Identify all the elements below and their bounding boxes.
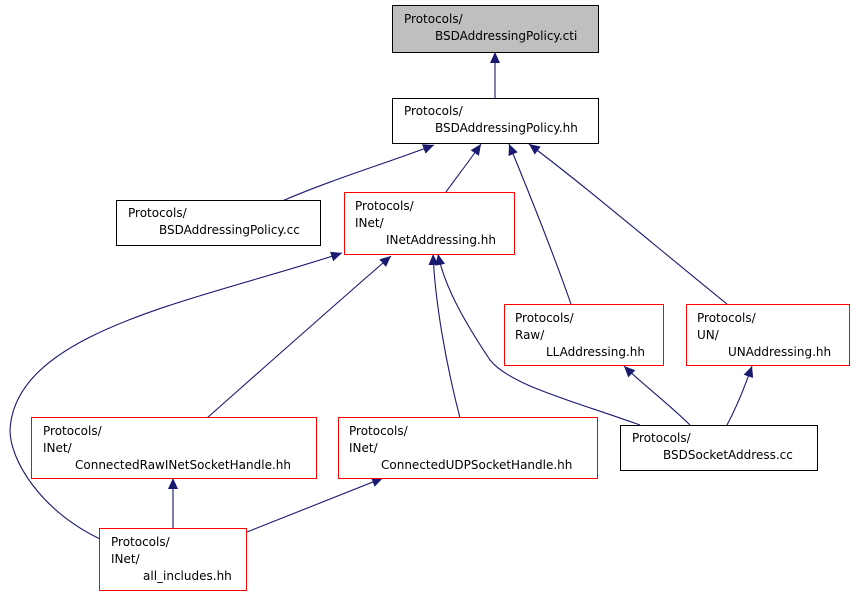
node-unaddressing-hh[interactable]: Protocols/ UN/ UNAddressing.hh [686,304,850,366]
edge-bsdsock-to-inet [435,253,641,426]
edge-bsdsock-to-un [726,365,754,426]
node-lladdressing-hh[interactable]: Protocols/ Raw/ LLAddressing.hh [504,304,664,366]
node-line: Protocols/ [515,311,574,325]
node-bsdaddressingpolicy-cc[interactable]: Protocols/ BSDAddressingPolicy.cc [116,200,321,246]
node-line: INetAddressing.hh [386,233,496,247]
node-line: BSDAddressingPolicy.cti [435,29,578,43]
node-line: Protocols/ [404,104,463,118]
edge-cc-to-hh [279,144,435,203]
node-line: ConnectedRawINetSocketHandle.hh [75,458,291,472]
node-line: UNAddressing.hh [728,345,832,359]
node-line: UN/ [697,328,719,342]
node-line: LLAddressing.hh [546,345,646,359]
node-line: Protocols/ [355,199,414,213]
node-line: INet/ [111,552,140,566]
node-line: Protocols/ [128,206,187,220]
node-line: INet/ [355,216,384,230]
edge-allinc-to-cudp [246,477,384,533]
node-line: Protocols/ [349,424,408,438]
node-line: all_includes.hh [143,569,232,583]
edge-crawinet-to-inet [206,255,392,419]
node-line: INet/ [349,441,378,455]
node-line: Protocols/ [697,311,756,325]
edge-un-to-hh [528,143,728,305]
edge-inet-to-hh [445,143,482,193]
edge-allinc-to-inet [9,251,343,540]
node-line: Protocols/ [632,431,691,445]
node-line: INet/ [43,441,72,455]
node-connectedudpsockethandle-hh[interactable]: Protocols/ INet/ ConnectedUDPSocketHandl… [338,417,598,479]
node-line: Protocols/ [111,535,170,549]
edge-raw-to-hh [508,143,572,305]
node-connectedrawinetsockethandle-hh[interactable]: Protocols/ INet/ ConnectedRawINetSocketH… [31,417,317,479]
node-line: Protocols/ [43,424,102,438]
edge-cudp-to-inet [428,253,461,419]
node-bsdsocketaddress-cc[interactable]: Protocols/ BSDSocketAddress.cc [620,425,818,471]
edge-bsdsock-to-raw [623,365,691,426]
node-line: BSDSocketAddress.cc [663,448,793,462]
node-inetaddressing-hh[interactable]: Protocols/ INet/ INetAddressing.hh [344,192,515,255]
node-all-includes-hh[interactable]: Protocols/ INet/ all_includes.hh [99,528,247,591]
node-line: ConnectedUDPSocketHandle.hh [381,458,573,472]
node-line: Raw/ [515,328,545,342]
node-line: Protocols/ [404,12,463,26]
node-bsdaddressingpolicy-hh[interactable]: Protocols/ BSDAddressingPolicy.hh [392,98,599,144]
node-bsdaddressingpolicy-cti: Protocols/ BSDAddressingPolicy.cti [392,5,599,53]
node-line: BSDAddressingPolicy.cc [159,223,300,237]
node-line: BSDAddressingPolicy.hh [435,121,578,135]
